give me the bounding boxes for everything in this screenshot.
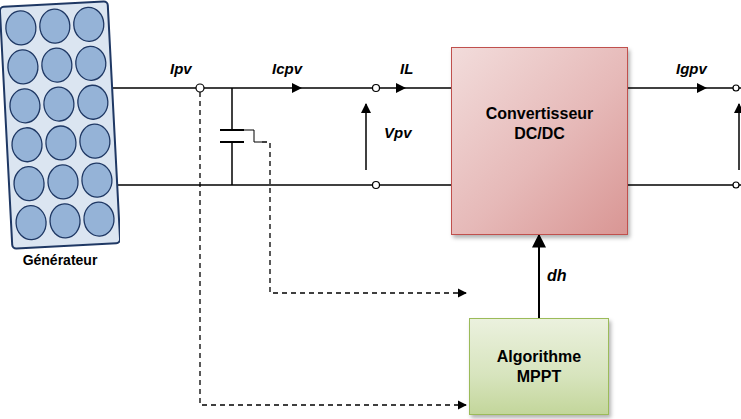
signal-name: Igpv <box>674 60 709 77</box>
duty-cycle-label: dh <box>545 267 569 285</box>
mppt-box: Algorithme MPPT <box>469 318 609 415</box>
terminal <box>733 85 739 91</box>
terminal <box>733 182 739 188</box>
signal-name: Ipv <box>168 60 194 77</box>
voltage-arrow <box>738 104 740 170</box>
terminal <box>373 182 380 189</box>
generator-label: Générateur <box>23 252 98 276</box>
current-arrow <box>396 83 406 93</box>
bottom-wire <box>110 184 452 186</box>
converter-box: Convertisseur DC/DC <box>451 47 628 235</box>
measure-point <box>196 84 204 92</box>
current-arrow <box>697 83 707 93</box>
pv-panel-illustration <box>0 0 120 250</box>
capacitor-symbol <box>220 88 262 185</box>
measure-line <box>200 92 466 405</box>
current-arrow <box>292 83 302 93</box>
box-title: Convertisseur DC/DC <box>462 104 617 144</box>
voltage-arrow <box>365 104 367 170</box>
pv-generator: Générateur <box>0 0 120 275</box>
signal-name: Vpv <box>382 124 414 141</box>
control-arrow <box>538 235 540 318</box>
box-title: Algorithme MPPT <box>480 347 598 387</box>
output-top-wire <box>627 87 741 89</box>
output-bottom-wire <box>627 184 741 186</box>
terminal <box>373 85 380 92</box>
signal-name: Icpv <box>270 60 304 77</box>
measure-line <box>262 142 466 293</box>
signal-name: IL <box>398 60 415 77</box>
